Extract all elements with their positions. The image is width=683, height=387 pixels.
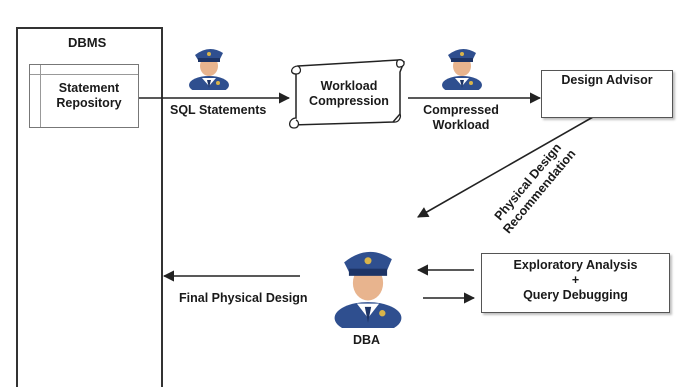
final-physical-design-label: Final Physical Design	[179, 291, 308, 305]
arrow-recommendation	[417, 116, 594, 218]
police-officer-icon	[442, 48, 482, 90]
compressed-workload-label: Compressed Workload	[423, 103, 499, 132]
sql-statements-label: SQL Statements	[170, 103, 267, 117]
dbms-frame	[16, 27, 163, 387]
workload-compression-scroll	[289, 59, 405, 129]
statement-repository: Statement Repository	[29, 64, 139, 128]
police-officer-icon	[189, 48, 229, 90]
design-advisor-box: Design Advisor	[541, 70, 673, 118]
dbms-title: DBMS	[68, 35, 107, 50]
statement-repository-label: Statement Repository	[56, 81, 122, 110]
exploratory-analysis-box: Exploratory Analysis + Query Debugging	[481, 253, 670, 313]
exploratory-analysis-label: Exploratory Analysis + Query Debugging	[513, 258, 638, 302]
workload-compression-label: Workload Compression	[309, 79, 389, 108]
dba-label: DBA	[353, 333, 381, 347]
police-officer-icon	[334, 251, 402, 328]
design-advisor-label: Design Advisor	[561, 73, 653, 87]
